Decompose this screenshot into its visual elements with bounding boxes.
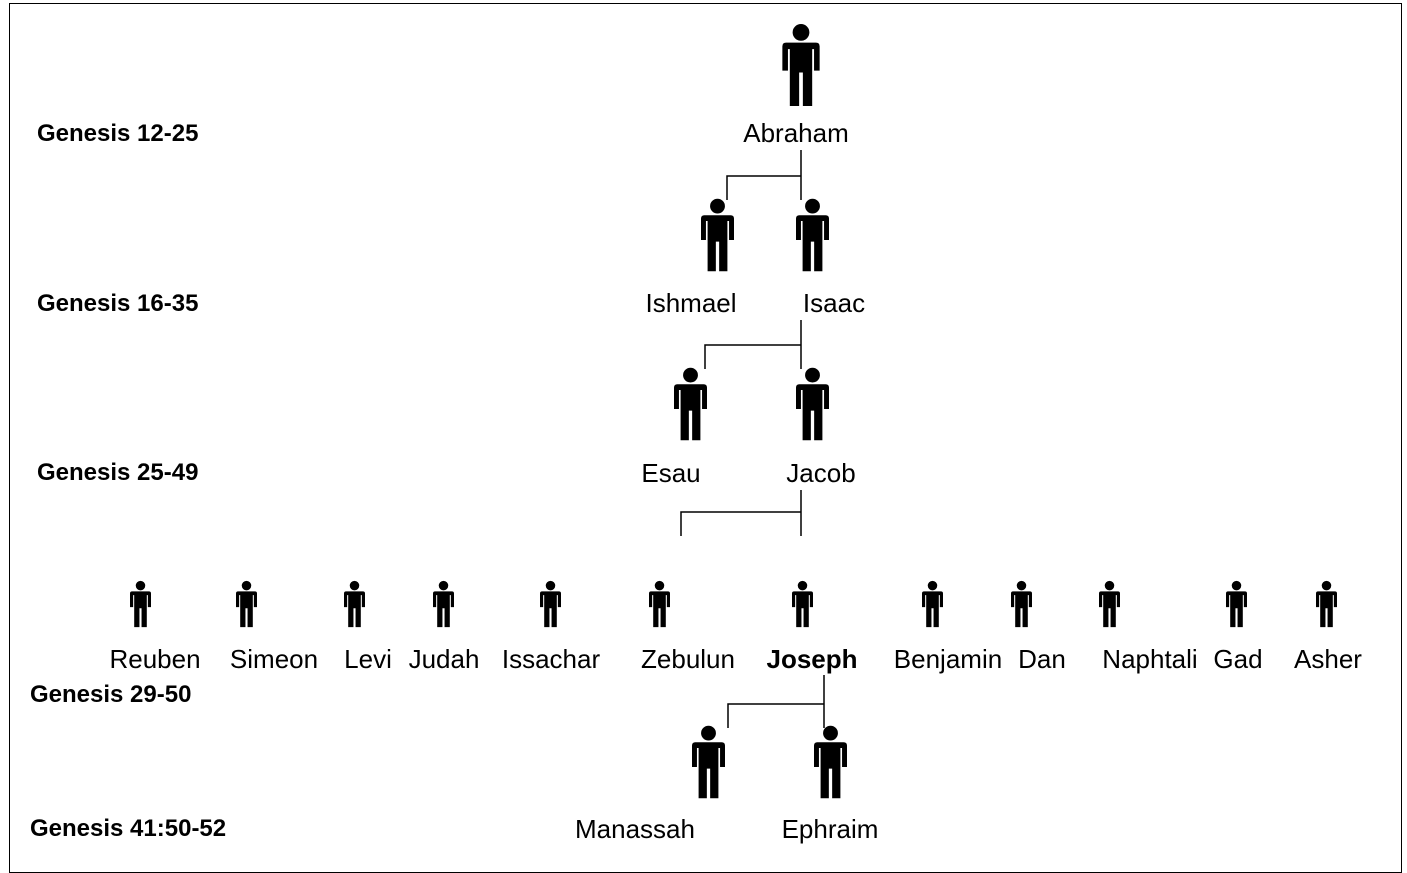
- person-name-esau: Esau: [641, 458, 701, 488]
- person-icon: [796, 367, 829, 441]
- reference-generation-5: Genesis 41:50-52: [30, 815, 227, 842]
- person-icon: [796, 198, 829, 272]
- person-name-ishmael: Ishmael: [645, 288, 737, 318]
- person-name-jacob: Jacob: [786, 458, 856, 488]
- person-name-dan: Dan: [1018, 644, 1066, 674]
- person-name-asher: Asher: [1294, 644, 1362, 674]
- connector-jacob: [680, 511, 801, 536]
- person-icon: [1316, 580, 1337, 628]
- person-name-reuben: Reuben: [109, 644, 201, 674]
- person-name-benjamin: Benjamin: [893, 644, 1003, 674]
- person-icon: [344, 580, 365, 628]
- person-name-isaac: Isaac: [802, 288, 866, 318]
- connector-abraham: [726, 175, 801, 200]
- person-icon: [236, 580, 257, 628]
- person-icon: [674, 367, 707, 441]
- person-name-joseph: Joseph: [766, 644, 858, 674]
- person-name-judah: Judah: [408, 644, 480, 674]
- person-name-gad: Gad: [1213, 644, 1263, 674]
- reference-generation-3: Genesis 25-49: [37, 459, 199, 486]
- person-name-naphtali: Naphtali: [1102, 644, 1198, 674]
- person-icon: [540, 580, 561, 628]
- person-icon: [1011, 580, 1032, 628]
- reference-generation-4: Genesis 29-50: [30, 681, 192, 708]
- person-icon: [701, 198, 734, 272]
- person-name-manassah: Manassah: [575, 814, 695, 844]
- person-name-simeon: Simeon: [229, 644, 319, 674]
- person-name-levi: Levi: [344, 644, 392, 674]
- person-icon: [130, 580, 151, 628]
- person-icon: [649, 580, 670, 628]
- person-icon: [1099, 580, 1120, 628]
- person-icon: [792, 580, 813, 628]
- reference-generation-1: Genesis 12-25: [37, 120, 199, 147]
- connector-isaac: [704, 344, 801, 369]
- person-name-zebulun: Zebulun: [641, 644, 735, 674]
- person-name-issachar: Issachar: [501, 644, 601, 674]
- person-icon: [782, 24, 820, 106]
- person-icon: [1226, 580, 1247, 628]
- person-name-ephraim: Ephraim: [781, 814, 879, 844]
- person-name-abraham: Abraham: [743, 118, 849, 148]
- person-icon: [692, 725, 725, 799]
- person-icon: [922, 580, 943, 628]
- person-icon: [433, 580, 454, 628]
- person-icon: [814, 725, 847, 799]
- reference-generation-2: Genesis 16-35: [37, 290, 199, 317]
- connector-joseph: [727, 703, 824, 728]
